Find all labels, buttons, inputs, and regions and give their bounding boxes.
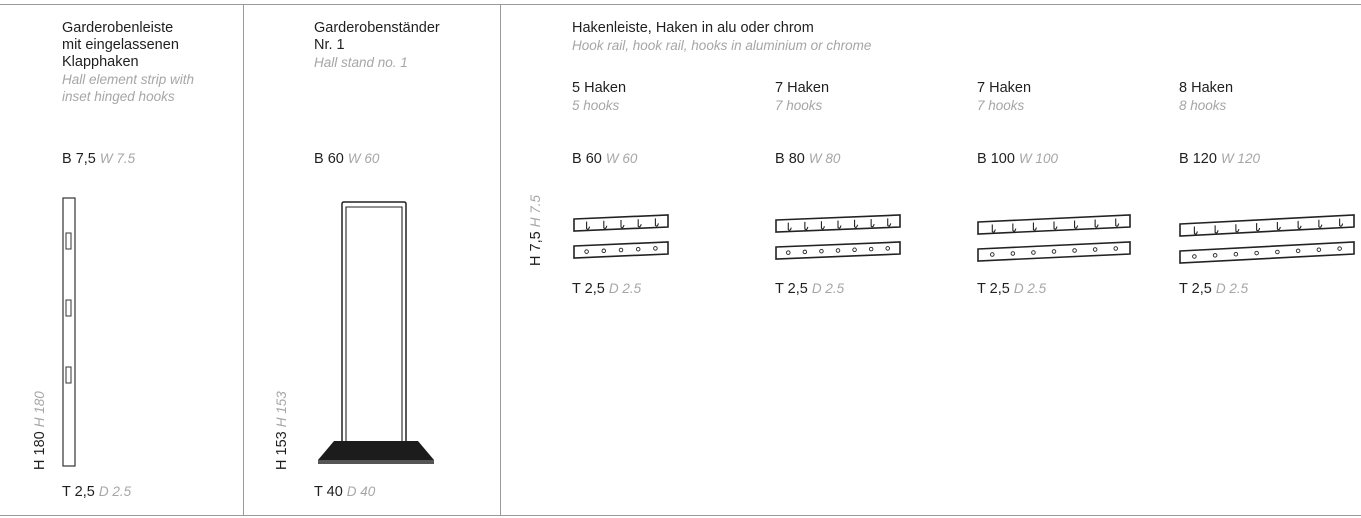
variant-label: 5 Haken (572, 80, 627, 96)
title-line: Garderobenleiste (62, 20, 174, 36)
stand-drawing (318, 201, 434, 464)
rail-variant: 5 Haken 5 hooks (572, 80, 626, 114)
rail-title: Hakenleiste, Haken in alu oder chrom Hoo… (572, 20, 871, 54)
title-line: mit eingelassenen (62, 37, 179, 53)
width-de: B 7,5 (62, 151, 96, 167)
top-rule (0, 4, 1361, 5)
width-en: W 100 (1018, 151, 1058, 166)
variant-label: 7 Haken (775, 80, 830, 96)
hook-rail-drawing (977, 214, 1131, 262)
width-en: W 80 (808, 151, 841, 166)
depth-de: T 40 (314, 484, 343, 500)
variant-label: 8 Haken (1179, 80, 1234, 96)
hook-rail-drawing (775, 214, 901, 260)
depth-de: T 2,5 (775, 281, 808, 297)
title-line: Klapphaken (62, 54, 139, 70)
column-divider (500, 4, 501, 515)
width-de: B 60 (314, 151, 344, 167)
width-de: B 60 (572, 151, 602, 167)
variant-depth: T 2,5 D 2.5 (775, 280, 844, 298)
variant-label-en: 5 hooks (572, 98, 620, 113)
depth-en: D 2.5 (608, 281, 642, 296)
variant-width: B 100 W 100 (977, 150, 1058, 168)
title-line: Garderobenständer (314, 20, 440, 36)
column-divider (243, 4, 244, 515)
width-en: W 60 (347, 151, 380, 166)
variant-label-en: 8 hooks (1179, 98, 1227, 113)
variant-depth: T 2,5 D 2.5 (1179, 280, 1248, 298)
width-en: W 7.5 (99, 151, 136, 166)
rail-variant: 7 Haken 7 hooks (775, 80, 829, 114)
title-line-en: Hall element strip with (62, 72, 195, 87)
stand-width: B 60 W 60 (314, 150, 379, 168)
title-line: Nr. 1 (314, 37, 345, 53)
title-line-en: Hook rail, hook rail, hooks in aluminium… (572, 38, 872, 53)
variant-label-en: 7 hooks (977, 98, 1025, 113)
rail-variant: 8 Haken 8 hooks (1179, 80, 1233, 114)
depth-de: T 2,5 (62, 484, 95, 500)
title-line-en: Hall stand no. 1 (314, 55, 408, 70)
depth-en: D 2.5 (811, 281, 845, 296)
width-en: W 120 (1220, 151, 1260, 166)
depth-en: D 40 (346, 484, 376, 499)
width-en: W 60 (605, 151, 638, 166)
hook-rail-drawing (1179, 214, 1355, 264)
rail-variant: 7 Haken 7 hooks (977, 80, 1031, 114)
strip-drawing (62, 197, 76, 467)
hook-rail-drawing (573, 214, 669, 259)
title-line-en: inset hinged hooks (62, 89, 175, 104)
strip-title: Garderobenleiste mit eingelassenen Klapp… (62, 20, 194, 105)
depth-en: D 2.5 (98, 484, 132, 499)
stand-title: Garderobenständer Nr. 1 Hall stand no. 1 (314, 20, 440, 71)
depth-de: T 2,5 (572, 281, 605, 297)
depth-de: T 2,5 (977, 281, 1010, 297)
width-de: B 120 (1179, 151, 1217, 167)
depth-en: D 2.5 (1013, 281, 1047, 296)
title-line: Hakenleiste, Haken in alu oder chrom (572, 20, 814, 36)
strip-width: B 7,5 W 7.5 (62, 150, 135, 168)
variant-width: B 120 W 120 (1179, 150, 1260, 168)
strip-depth: T 2,5 D 2.5 (62, 483, 131, 501)
width-de: B 100 (977, 151, 1015, 167)
variant-depth: T 2,5 D 2.5 (572, 280, 641, 298)
variant-label: 7 Haken (977, 80, 1032, 96)
variant-depth: T 2,5 D 2.5 (977, 280, 1046, 298)
bottom-rule (0, 515, 1361, 516)
width-de: B 80 (775, 151, 805, 167)
variant-label-en: 7 hooks (775, 98, 823, 113)
variant-width: B 60 W 60 (572, 150, 637, 168)
depth-de: T 2,5 (1179, 281, 1212, 297)
stand-depth: T 40 D 40 (314, 483, 375, 501)
depth-en: D 2.5 (1215, 281, 1249, 296)
variant-width: B 80 W 80 (775, 150, 840, 168)
